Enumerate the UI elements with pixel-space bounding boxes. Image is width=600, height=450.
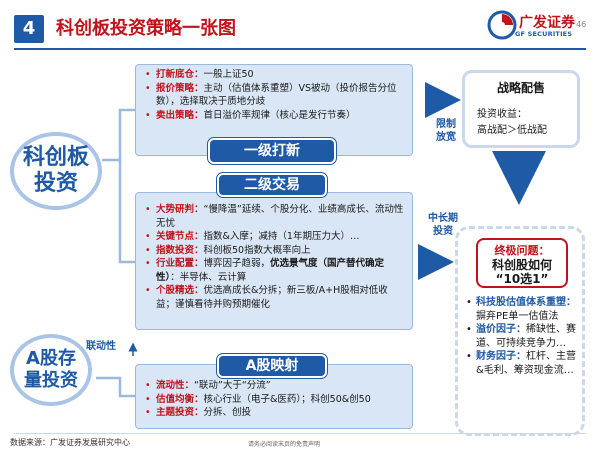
disclaimer-note: 请务必阅读末页的免责声明 <box>248 441 321 448</box>
secondary-trading-panel: 大势研判：“慢降温”延续、个股分化、业绩高成长、流动性无忧 关键节点：指数&入摩… <box>135 192 413 330</box>
strategic-placement-box: 战略配售 投资收益： 高战配＞低战配 <box>462 70 580 148</box>
list-item: 流动性：“联动”大于“分流” <box>145 379 404 393</box>
kcb-label-line2: 投资 <box>33 171 78 196</box>
strategic-placement-line1: 投资收益： <box>477 109 527 120</box>
kcb-label-line1: 科创板 <box>22 145 89 170</box>
list-item: 个股精选：优选高成长&分拆；新三板/A+H股相对低收益；谨慎看待并购预期催化 <box>145 284 404 311</box>
list-item: 大势研判：“慢降温”延续、个股分化、业绩高成长、流动性无忧 <box>145 203 404 230</box>
page-title: 科创板投资策略一张图 <box>56 18 236 39</box>
footer-divider <box>14 433 586 434</box>
list-item: 科技股估值体系重塑：摒弃PE单一估值法 <box>466 296 582 323</box>
section-number: 4 <box>14 15 44 43</box>
list-item: 打新底仓：一般上证50 <box>145 68 404 82</box>
header-divider <box>14 48 586 50</box>
list-item: 主题投资：分拆、创投 <box>145 406 404 420</box>
strategic-placement-heading: 战略配售 <box>496 81 545 95</box>
tag-a-share-mapping: A股映射 <box>217 354 327 378</box>
list-item: 行业配置：博弈因子趋弱，优选景气度（国产替代确定性）：半导体、云计算 <box>145 257 404 284</box>
list-item: 卖出策略：首日溢价率规律（核心是发行节奏） <box>145 109 404 123</box>
list-item: 财务因子：杠杆、主营&毛利、筹资现金流… <box>466 350 582 377</box>
list-item: 估值均衡：核心行业（电子&医药）；科创50&创50 <box>145 393 404 407</box>
logo-text-en: GF SECURITIES <box>515 30 573 38</box>
ultimate-question-list: 科技股估值体系重塑：摒弃PE单一估值法 溢价因子：稀缺性、赛道、可持续竞争力… … <box>466 296 582 377</box>
list-item: 溢价因子：稀缺性、赛道、可持续竞争力… <box>466 323 582 350</box>
list-item: 报价策略：主动（估值体系重塑）VS被动（投价报告分位数），选择取决于质地分歧 <box>145 82 404 109</box>
a-share-investment-label: A股存 量投资 <box>10 334 92 406</box>
long-term-note: 中长期投资 <box>428 213 458 237</box>
gf-logo-icon <box>487 10 517 40</box>
a-share-mapping-panel: 流动性：“联动”大于“分流” 估值均衡：核心行业（电子&医药）；科创50&创50… <box>135 364 413 429</box>
agu-label-line2: 量投资 <box>24 370 78 391</box>
data-source: 数据来源：广发证券发展研究中心 <box>10 438 130 447</box>
list-item: 指数投资：科创板50指数大概率向上 <box>145 244 404 258</box>
logo-text-cn: 广发证券 <box>519 15 575 31</box>
agu-label-line1: A股存 <box>26 348 76 369</box>
tag-primary-ipo: 一级打新 <box>208 138 336 164</box>
limit-relax-note: 限制放宽 <box>436 119 456 143</box>
linkage-label: 联动性 <box>86 341 116 352</box>
kcb-investment-label: 科创板 投资 <box>10 132 102 210</box>
list-item: 关键节点：指数&入摩；减持（1年期压力大）… <box>145 230 404 244</box>
tag-secondary-trading: 二级交易 <box>217 173 327 197</box>
page-number: 46 <box>576 20 587 29</box>
ultimate-question-header: 终极问题： 科创股如何 “10选1” <box>476 238 568 288</box>
strategic-placement-line2: 高战配＞低战配 <box>477 125 547 136</box>
